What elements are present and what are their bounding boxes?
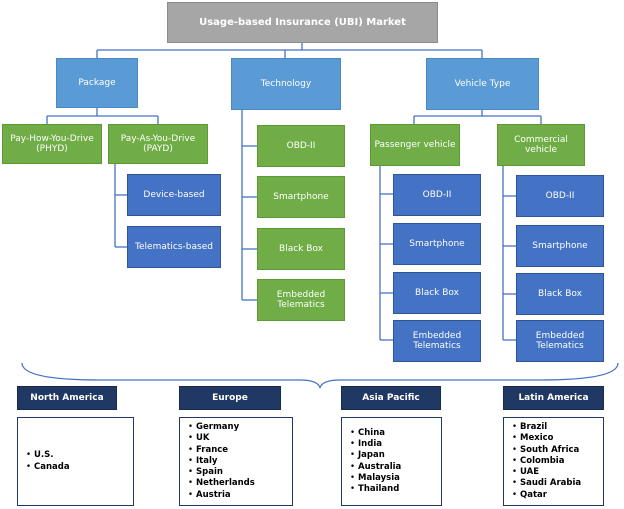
- country-list: •China •India •Japan •Australia •Malaysi…: [342, 428, 401, 496]
- country-list: •Germany •UK •France •Italy •Spain •Neth…: [180, 422, 255, 501]
- list-item: •Italy: [188, 455, 218, 466]
- region-europe-header: Europe: [179, 386, 281, 410]
- tech-smartphone-node: Smartphone: [257, 176, 345, 218]
- passenger-black-box-node: Black Box: [393, 272, 481, 314]
- region-north-america-list: •U.S. •Canada: [17, 417, 134, 506]
- region-europe-list: •Germany •UK •France •Italy •Spain •Neth…: [179, 417, 293, 506]
- list-item: •UK: [188, 433, 210, 444]
- list-item: •Spain: [188, 467, 223, 478]
- list-item: •Japan: [350, 450, 385, 461]
- list-item: •Netherlands: [188, 478, 255, 489]
- list-item: •China: [350, 427, 386, 438]
- phyd-node: Pay-How-You-Drive (PHYD): [2, 124, 102, 164]
- list-item: •Colombia: [512, 455, 565, 466]
- package-node: Package: [56, 58, 138, 108]
- device-based-node: Device-based: [127, 174, 221, 216]
- passenger-vehicle-node: Passenger vehicle: [370, 124, 460, 166]
- list-item: •U.S.: [26, 450, 54, 461]
- country-list: •Brazil •Mexico •South Africa •Colombia …: [504, 422, 581, 501]
- tech-embedded-telematics-node: Embedded Telematics: [257, 279, 345, 321]
- tech-obd-ii-node: OBD-II: [257, 125, 345, 167]
- list-item: •Saudi Arabia: [512, 478, 582, 489]
- commercial-vehicle-node: Commercial vehicle: [497, 124, 585, 166]
- tech-black-box-node: Black Box: [257, 228, 345, 270]
- passenger-smartphone-node: Smartphone: [393, 223, 481, 265]
- passenger-embedded-telematics-node: Embedded Telematics: [393, 320, 481, 362]
- list-item: •France: [188, 444, 229, 455]
- region-asia-pacific-list: •China •India •Japan •Australia •Malaysi…: [341, 417, 442, 506]
- region-latin-america-header: Latin America: [503, 386, 604, 410]
- commercial-black-box-node: Black Box: [516, 273, 604, 315]
- region-asia-pacific-header: Asia Pacific: [341, 386, 441, 410]
- diagram-title: Usage-based Insurance (UBI) Market: [167, 2, 438, 43]
- list-item: •South Africa: [512, 444, 580, 455]
- list-item: •Canada: [26, 461, 70, 472]
- list-item: •Malaysia: [350, 472, 400, 483]
- vehicle-type-node: Vehicle Type: [426, 58, 539, 110]
- country-list: •U.S. •Canada: [18, 450, 70, 473]
- list-item: •Mexico: [512, 433, 554, 444]
- list-item: •UAE: [512, 467, 540, 478]
- technology-node: Technology: [231, 58, 341, 110]
- list-item: •Germany: [188, 421, 240, 432]
- list-item: •Australia: [350, 461, 402, 472]
- list-item: •Thailand: [350, 484, 400, 495]
- telematics-based-node: Telematics-based: [127, 226, 221, 268]
- list-item: •Austria: [188, 489, 231, 500]
- commercial-embedded-telematics-node: Embedded Telematics: [516, 320, 604, 362]
- region-latin-america-list: •Brazil •Mexico •South Africa •Colombia …: [503, 417, 604, 506]
- commercial-obd-ii-node: OBD-II: [516, 175, 604, 217]
- region-north-america-header: North America: [17, 386, 117, 410]
- commercial-smartphone-node: Smartphone: [516, 225, 604, 267]
- list-item: •Brazil: [512, 421, 548, 432]
- payd-node: Pay-As-You-Drive (PAYD): [108, 124, 208, 164]
- passenger-obd-ii-node: OBD-II: [393, 174, 481, 216]
- list-item: •India: [350, 438, 382, 449]
- list-item: •Qatar: [512, 489, 547, 500]
